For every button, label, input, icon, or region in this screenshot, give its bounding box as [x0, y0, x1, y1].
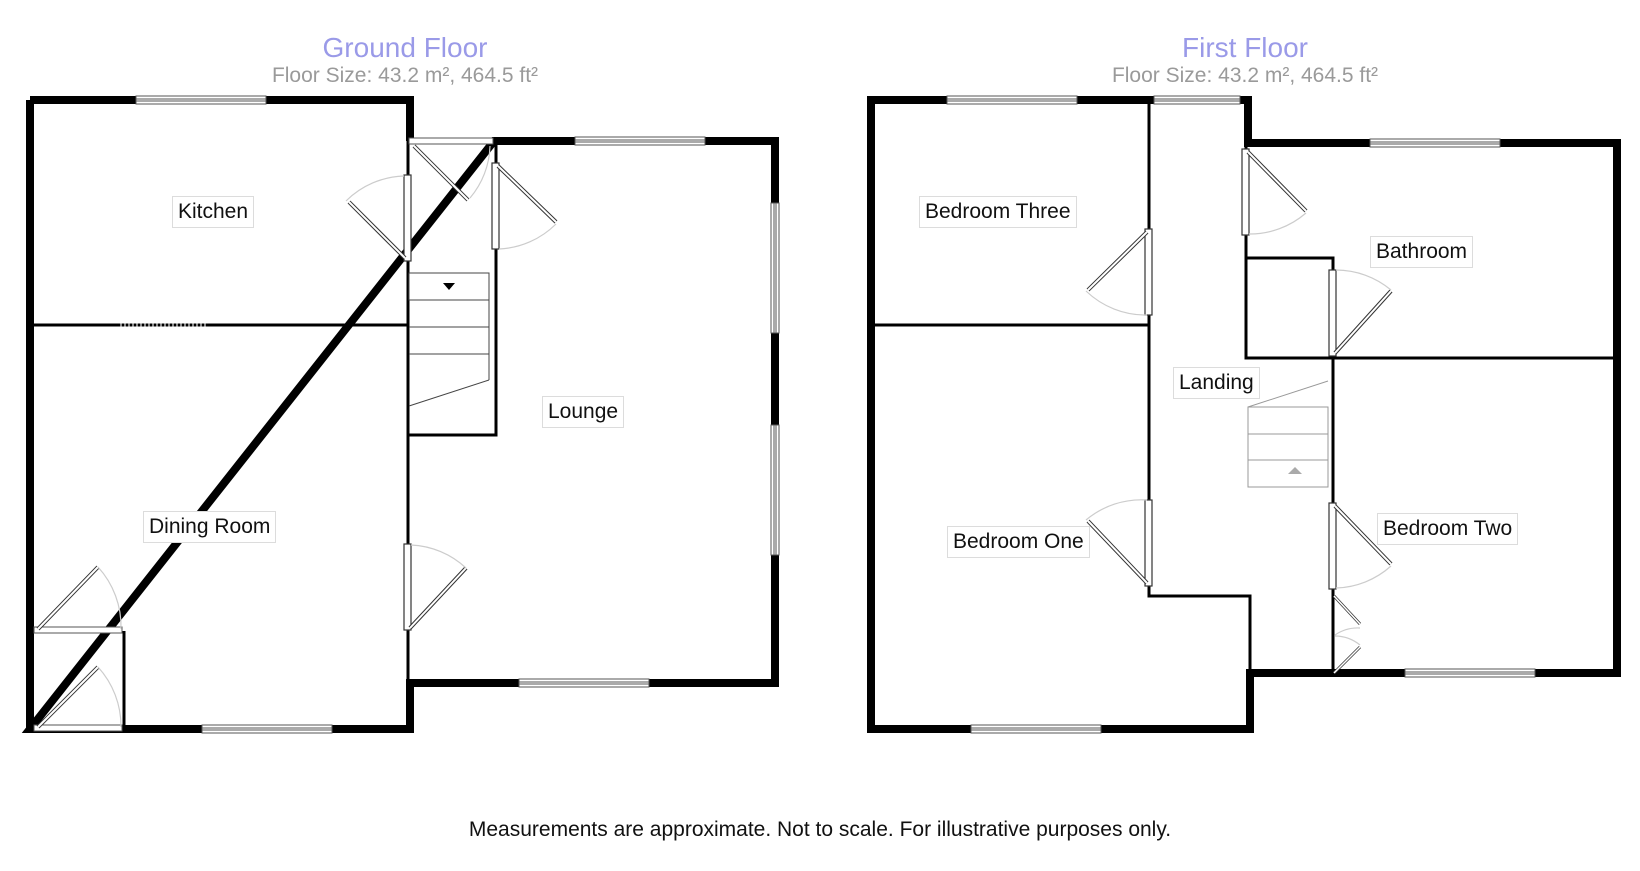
- room-label-bedroom-three: Bedroom Three: [919, 196, 1077, 228]
- disclaimer-text: Measurements are approximate. Not to sca…: [468, 818, 1172, 841]
- first-floor-size: Floor Size: 43.2 m², 464.5 ft²: [1111, 64, 1379, 87]
- ground-floor-stairs: [408, 272, 490, 407]
- ground-floor-plan: [21, 96, 779, 733]
- room-label-lounge: Lounge: [542, 396, 625, 428]
- ground-floor-doors: [36, 144, 558, 729]
- stairs-down-arrow-icon: [443, 283, 455, 290]
- first-floor-windows: [946, 95, 1536, 734]
- room-label-dining-room: Dining Room: [143, 511, 277, 543]
- ground-floor-title: Ground Floor: [322, 32, 488, 63]
- room-label-kitchen: Kitchen: [172, 196, 255, 228]
- room-label-bathroom: Bathroom: [1370, 236, 1474, 268]
- stairs-up-arrow-icon: [1288, 467, 1302, 474]
- ground-floor-size: Floor Size: 43.2 m², 464.5 ft²: [271, 64, 539, 87]
- first-floor-title: First Floor: [1182, 32, 1308, 63]
- first-floor-stairs: [1247, 380, 1329, 488]
- room-label-bedroom-one: Bedroom One: [947, 526, 1090, 558]
- room-label-landing: Landing: [1173, 367, 1260, 399]
- room-label-bedroom-two: Bedroom Two: [1377, 513, 1519, 545]
- ground-floor-windows: [33, 95, 780, 734]
- first-floor-doors: [1085, 148, 1393, 675]
